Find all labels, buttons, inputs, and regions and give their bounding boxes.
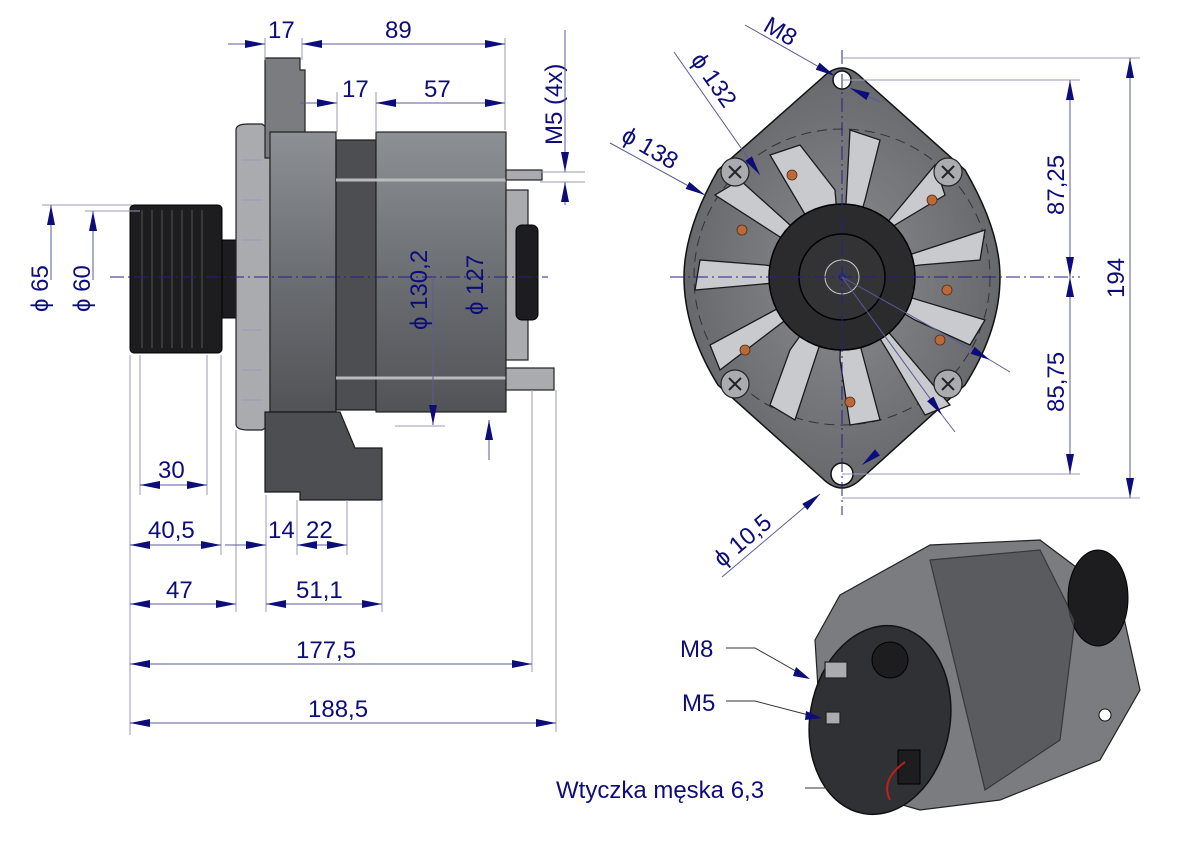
dim-pulley-inner-diameter: ϕ 60 — [69, 265, 96, 312]
dim-foot-slot: 22 — [306, 517, 333, 544]
stator — [335, 139, 377, 411]
dim-pulley-groove: 30 — [158, 457, 185, 484]
dim-stator-width: 17 — [342, 76, 369, 103]
regulator — [515, 224, 539, 321]
housing-screws — [720, 157, 963, 399]
iso-view: M8 M5 Wtyczka męska 6,3 — [556, 539, 1141, 816]
m8-terminal-stud — [505, 367, 555, 391]
dim-mount-hole-diameter: ϕ 10,5 — [709, 509, 778, 573]
thread-callout-m5: M5 (4x) — [541, 64, 568, 145]
thread-callout-m8: M8 — [759, 12, 801, 52]
callout-m5-label: M5 — [682, 690, 715, 717]
front-housing — [269, 131, 337, 413]
side-view: 17 89 17 57 M5 (4x) ϕ 65 ϕ 60 ϕ 130,2 ϕ … — [27, 17, 585, 735]
dim-housing-outer-diameter: ϕ 138 — [617, 122, 683, 175]
dim-pulley-outer-diameter: ϕ 65 — [27, 265, 54, 312]
dim-overall-height: 194 — [1103, 258, 1130, 298]
fan-side — [235, 123, 271, 431]
iso-regulator — [871, 641, 909, 679]
iso-m5-terminal — [825, 711, 841, 725]
dim-flange-width: 17 — [268, 17, 295, 44]
pulley — [129, 204, 239, 354]
dim-overall-length: 188,5 — [308, 696, 368, 723]
dim-pulley-to-flange: 40,5 — [148, 517, 195, 544]
dim-housing-diameter: ϕ 130,2 — [406, 250, 433, 330]
dim-lower-height: 85,75 — [1043, 352, 1070, 412]
dim-foot-offset: 14 — [268, 517, 295, 544]
dim-pulley-to-mount: 47 — [166, 577, 193, 604]
dim-length-to-housing: 177,5 — [296, 637, 356, 664]
iso-pulley — [1067, 549, 1129, 647]
iso-m8-terminal — [824, 661, 848, 679]
dim-foot-length: 51,1 — [296, 577, 343, 604]
lower-mount-foot — [264, 411, 383, 501]
callout-connector-label: Wtyczka męska 6,3 — [556, 777, 764, 804]
dim-upper-height: 87,25 — [1043, 155, 1070, 215]
callout-m8-label: M8 — [680, 636, 713, 663]
m5-stud-top — [505, 169, 543, 181]
iso-spade-connector — [897, 749, 921, 785]
dim-stator-diameter: ϕ 127 — [462, 255, 489, 315]
dim-rear-housing: 57 — [424, 76, 451, 103]
dim-overall-body: 89 — [385, 17, 412, 44]
front-view: 87,25 85,75 194 M8 ϕ 132 ϕ 138 ϕ 10,5 — [609, 12, 1140, 578]
